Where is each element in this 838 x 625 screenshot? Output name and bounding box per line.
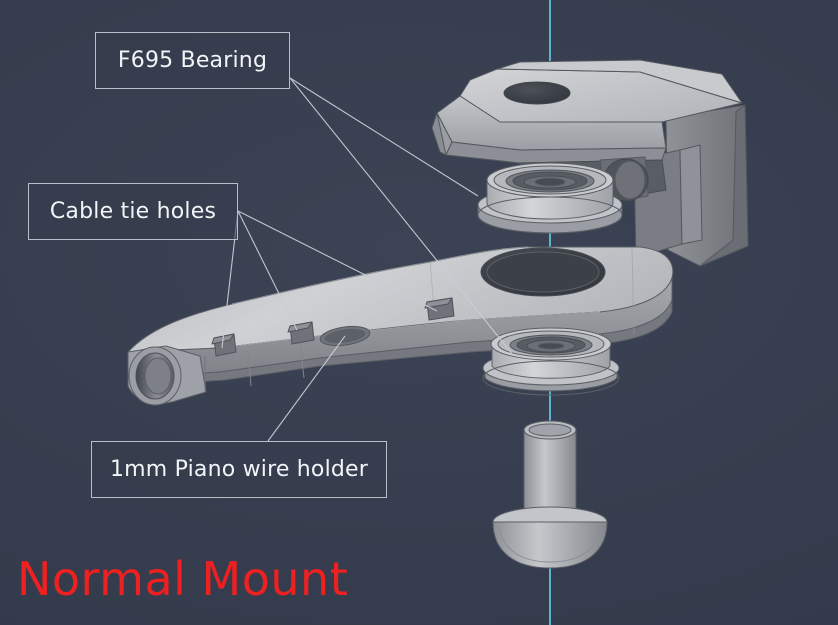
- callout-cable-tie-holes[interactable]: Cable tie holes: [28, 183, 238, 240]
- leader-bearing-lower: [289, 77, 514, 356]
- part-pivot-pin: [492, 420, 608, 569]
- part-lower-bearing: [482, 327, 620, 396]
- callout-f695-bearing[interactable]: F695 Bearing: [95, 32, 290, 89]
- leader-cable-tab-3: [237, 210, 438, 312]
- callout-f695-bearing-label: F695 Bearing: [117, 47, 268, 73]
- leader-bearing-upper: [289, 77, 479, 197]
- callout-piano-wire-holder[interactable]: 1mm Piano wire holder: [91, 441, 387, 498]
- part-upper-bearing: [477, 162, 623, 234]
- view-title: Normal Mount: [17, 552, 349, 606]
- callout-cable-tie-holes-label: Cable tie holes: [49, 198, 217, 224]
- leader-piano-wire: [267, 335, 346, 442]
- callout-piano-wire-holder-label: 1mm Piano wire holder: [109, 456, 369, 482]
- leader-cable-tab-2: [237, 210, 298, 331]
